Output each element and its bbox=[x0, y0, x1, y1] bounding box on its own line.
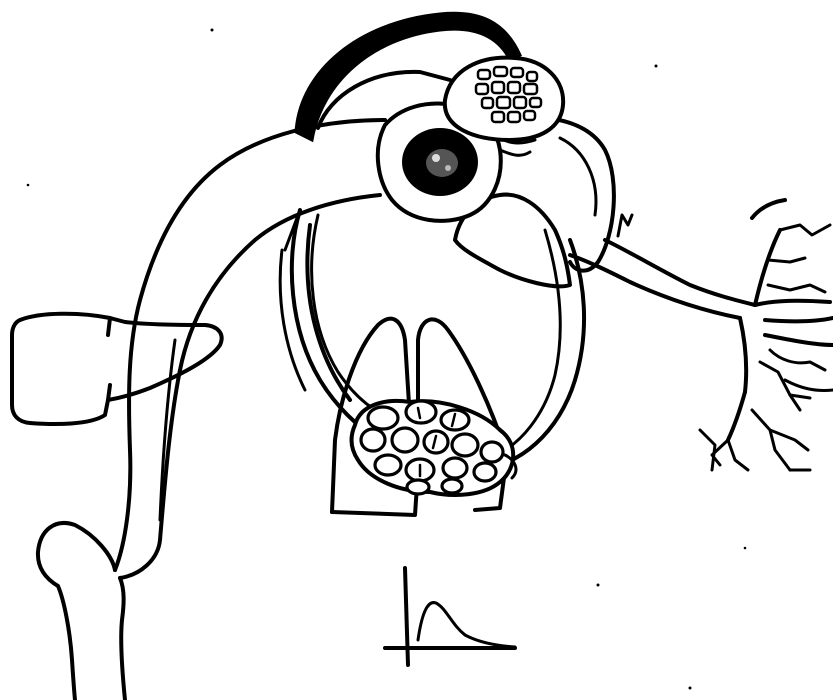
bent-arm bbox=[115, 120, 385, 578]
ganglion-lower bbox=[352, 401, 514, 495]
decay-curve-graph bbox=[385, 568, 515, 665]
ganglion-upper-right bbox=[445, 58, 563, 140]
lower-bone bbox=[38, 523, 125, 700]
branched-tree bbox=[570, 200, 833, 470]
